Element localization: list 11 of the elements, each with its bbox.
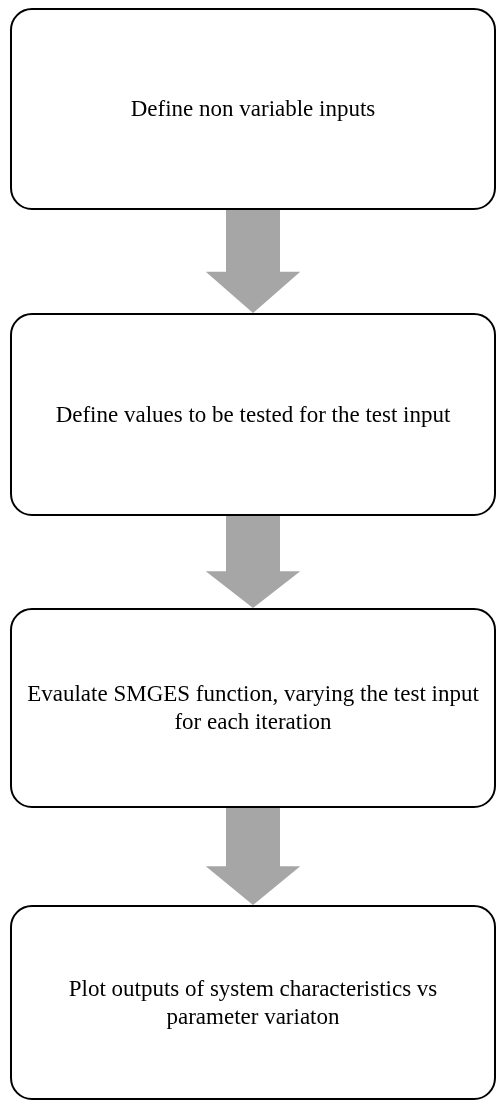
process-box: [10, 313, 496, 516]
step-text: Define values to be tested for the test input: [55, 400, 451, 429]
process-box: [10, 8, 496, 210]
block-arrow: [205, 808, 301, 905]
step-text: Define non variable inputs: [130, 95, 376, 123]
process-box: [10, 905, 496, 1100]
step-text: Evaulate SMGES function, varying the test input for each iteration: [26, 680, 480, 736]
block-arrow: [205, 516, 301, 608]
step-text: Plot outputs of system characteristics vs parameter variaton: [67, 974, 439, 1031]
block-arrow: [205, 210, 301, 313]
process-box: [10, 608, 496, 808]
